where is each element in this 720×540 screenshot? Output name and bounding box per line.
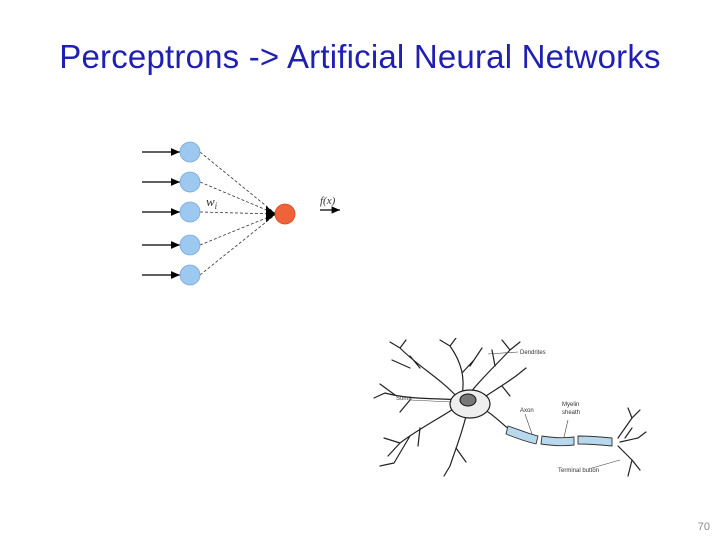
label-myelin: Myelin xyxy=(562,402,579,408)
myelin-sheath xyxy=(505,425,613,447)
input-node-1 xyxy=(179,141,201,163)
myelin-segment-1 xyxy=(505,425,539,445)
dendrite-1 xyxy=(389,339,459,399)
pointer-soma xyxy=(409,399,453,403)
myelin-segment-3 xyxy=(577,435,613,447)
pointer-terminal xyxy=(591,459,621,469)
pointer-myelin xyxy=(563,419,569,438)
dendrite-3 xyxy=(379,405,459,467)
terminal-branches xyxy=(617,407,647,477)
page-number: 70 xyxy=(697,521,710,533)
slide-title: Perceptrons -> Artificial Neural Network… xyxy=(59,38,661,75)
myelin-segment-2 xyxy=(540,435,575,447)
label-terminal: Terminal button xyxy=(558,468,599,474)
dendrite-4 xyxy=(439,338,483,397)
perceptron-diagram: xi wi f(x) xyxy=(142,141,340,286)
weight-line-3 xyxy=(199,211,277,215)
neuron-illustration: Dendrites Soma Axon Myelin sheath Termin… xyxy=(373,338,647,477)
weight-line-1 xyxy=(199,151,277,215)
input-node-3 xyxy=(179,201,201,223)
label-axon: Axon xyxy=(520,408,534,414)
output-node xyxy=(274,203,296,225)
weight-line-4 xyxy=(199,213,277,246)
dendrite-2 xyxy=(373,383,459,413)
input-node-2 xyxy=(179,171,201,193)
label-dendrites: Dendrites xyxy=(520,350,546,356)
input-node-5 xyxy=(179,264,201,286)
weight-line-5 xyxy=(199,213,277,276)
label-sheath: sheath xyxy=(562,410,580,416)
pointer-axon xyxy=(524,413,533,435)
axon xyxy=(484,409,511,431)
input-nodes xyxy=(179,141,201,286)
label-soma: Soma xyxy=(396,396,412,402)
input-node-4 xyxy=(179,234,201,256)
weight-label: wi xyxy=(206,194,218,211)
dendrite-7 xyxy=(443,415,467,477)
dendrite-5 xyxy=(469,339,521,394)
output-label: f(x) xyxy=(320,195,336,207)
sum-arrowhead xyxy=(266,206,276,222)
pointer-dendrites xyxy=(487,351,519,355)
nucleus xyxy=(459,393,477,407)
weight-line-2 xyxy=(199,181,277,215)
dendrite-6 xyxy=(479,367,527,401)
